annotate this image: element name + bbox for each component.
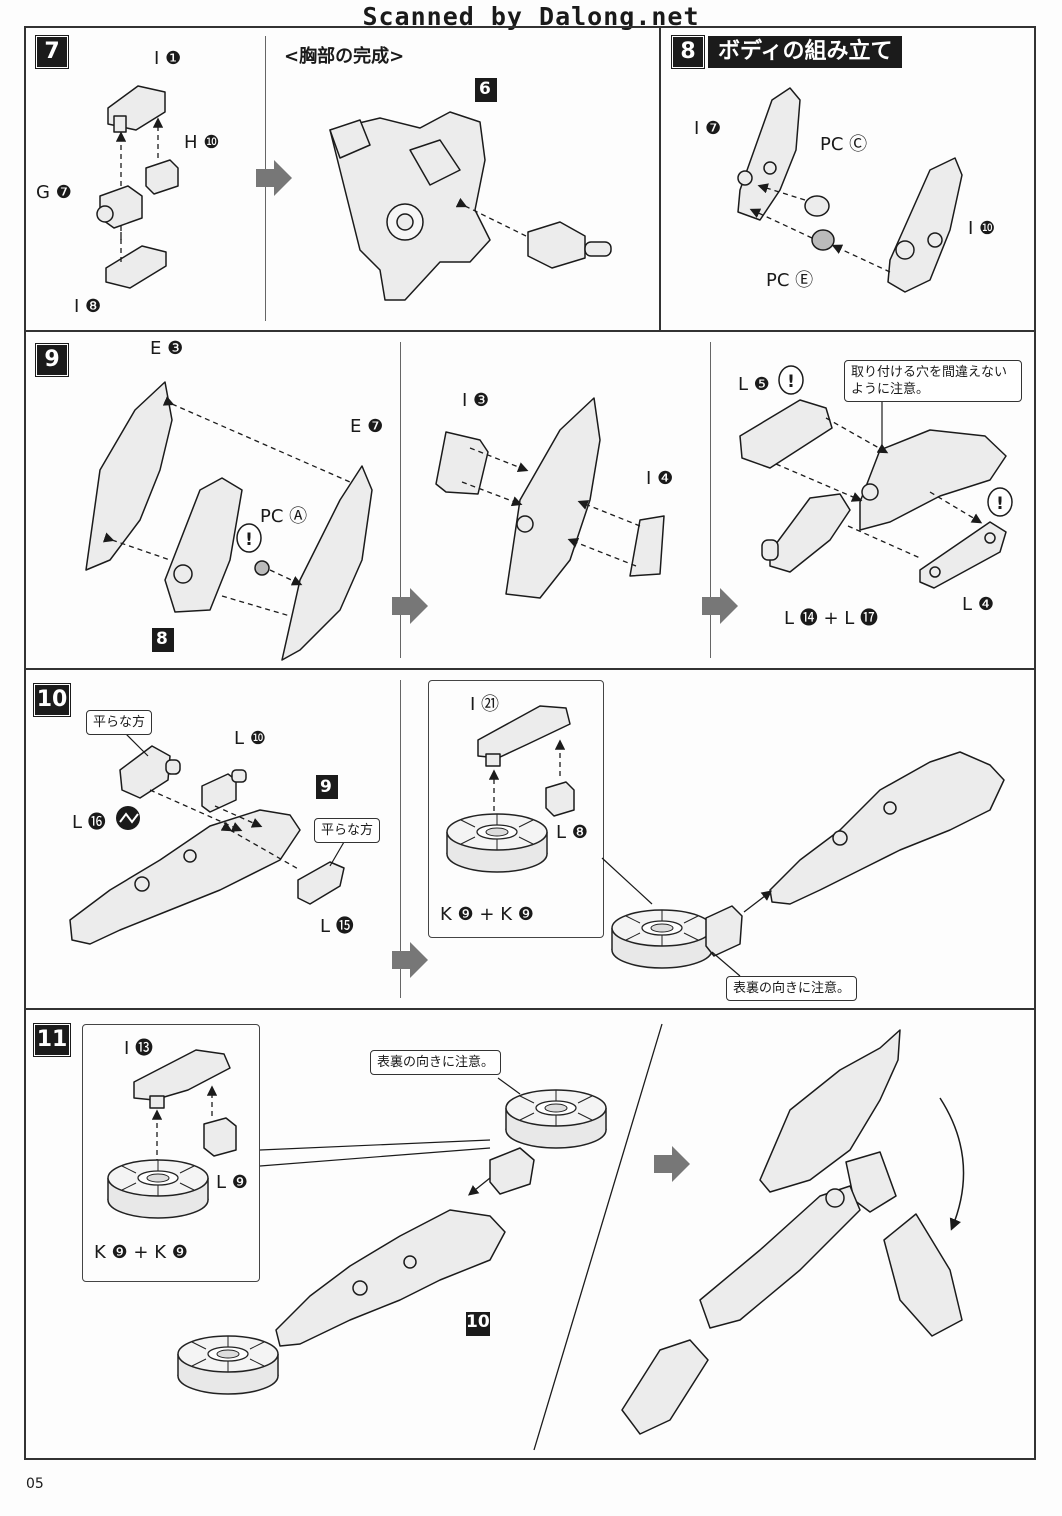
page-number: 05 [26, 1476, 44, 1492]
note-orientation-step10: 表裏の向きに注意。 [726, 976, 858, 1001]
sub-divider-10 [400, 680, 401, 998]
step-11-number: 11 [34, 1024, 70, 1056]
step-8-title: ボディの組み立て [708, 36, 903, 68]
note-flat-side-b: 平らな方 [314, 818, 381, 843]
label-pce: PC Ⓔ [766, 270, 814, 291]
label-pcc: PC Ⓒ [820, 134, 868, 155]
row-divider-3 [24, 1008, 1036, 1010]
label-i4: I ❹ [646, 468, 674, 489]
label-i10: I ❿ [968, 218, 996, 239]
step-11-inset-box [82, 1024, 260, 1282]
step-7-number: 7 [36, 36, 68, 68]
step-10-number: 10 [34, 684, 70, 716]
label-l16: L ⓰ [72, 812, 106, 833]
label-h10: H ❿ [184, 132, 220, 153]
label-i21: I ㉑ [470, 694, 500, 715]
label-l4: L ❹ [962, 594, 994, 615]
label-pca: PC Ⓐ [260, 506, 308, 527]
note-orientation-step11: 表裏の向きに注意。 [370, 1050, 502, 1075]
label-g7: G ❼ [36, 182, 72, 203]
note-correct-holes: 取り付ける穴を間違えないように注意。 [844, 360, 1022, 402]
page-frame [24, 26, 1036, 1460]
ref-9: 9 [320, 777, 332, 797]
label-e3: E ❸ [150, 338, 184, 359]
label-k9-k9-step10: K ❾ + K ❾ [440, 904, 534, 925]
ref-6: 6 [479, 79, 491, 99]
label-i3: I ❸ [462, 390, 490, 411]
sub-divider-9a [400, 342, 401, 658]
step-8-number: 8 [672, 36, 704, 68]
step-10-inset-box [428, 680, 604, 938]
label-i7: I ❼ [694, 118, 722, 139]
label-l14-l17: L ⓮ + L ⓱ [784, 608, 879, 629]
label-i8: I ❽ [74, 296, 102, 317]
step-9-number: 9 [36, 344, 68, 376]
label-k9-k9-step11: K ❾ + K ❾ [94, 1242, 188, 1263]
label-l9: L ❾ [216, 1172, 248, 1193]
row-divider-1 [24, 330, 1036, 332]
label-i1: I ❶ [154, 48, 182, 69]
col-divider-7-8 [659, 26, 661, 331]
sub-divider-7 [265, 36, 266, 321]
label-i13: I ⓭ [124, 1038, 154, 1059]
label-e7: E ❼ [350, 416, 384, 437]
label-l5: L ❺ [738, 374, 770, 395]
row-divider-2 [24, 668, 1036, 670]
note-flat-side-a: 平らな方 [86, 710, 153, 735]
label-l8: L ❽ [556, 822, 588, 843]
ref-8: 8 [156, 629, 168, 649]
label-l15: L ⓯ [320, 916, 354, 937]
step-7-subhead: <胸部の完成> [284, 46, 405, 67]
label-l10: L ❿ [234, 728, 266, 749]
ref-10: 10 [466, 1312, 490, 1332]
sub-divider-9b [710, 342, 711, 658]
